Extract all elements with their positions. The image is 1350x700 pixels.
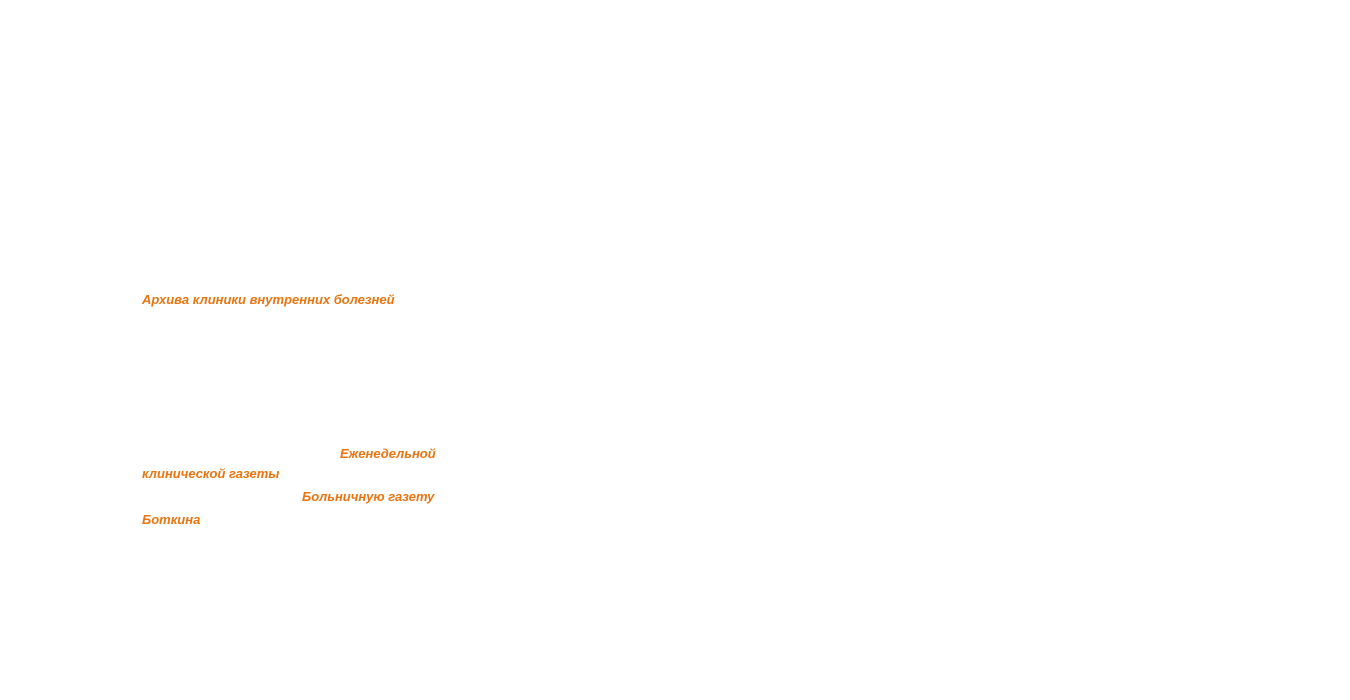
- text-fragment-botkin: Боткина: [142, 512, 201, 527]
- text-fragment-hospital-newspaper: Больничную газету: [302, 489, 435, 504]
- text-fragment-archive: Архива клиники внутренних болезней: [142, 292, 395, 307]
- text-fragment-weekly: Еженедельной: [340, 446, 436, 461]
- text-fragment-clinical-newspaper: клинической газеты: [142, 466, 280, 481]
